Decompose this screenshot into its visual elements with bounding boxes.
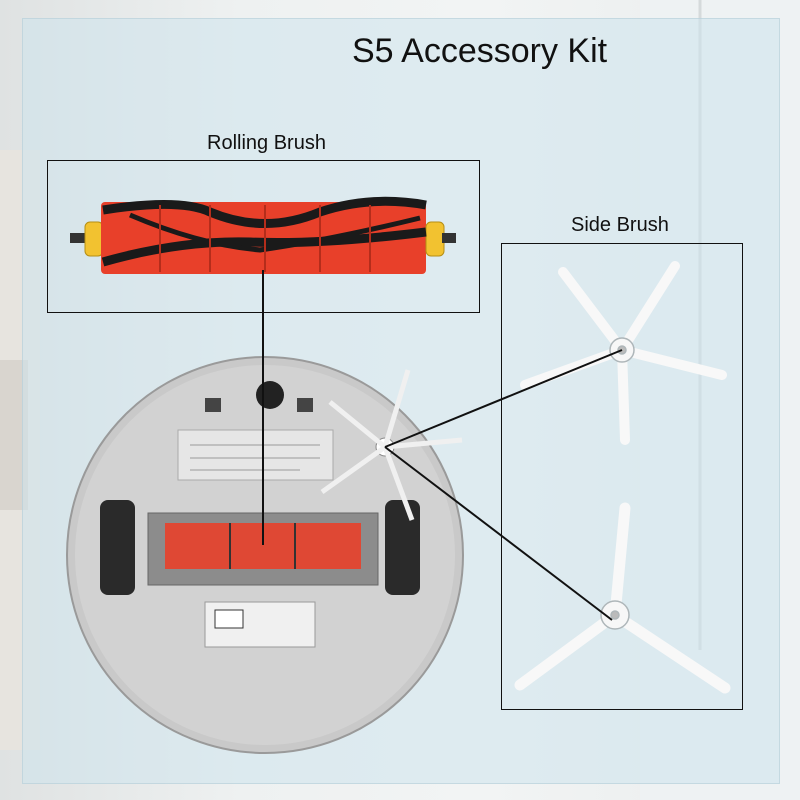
rolling-brush-illustration [70,196,456,274]
side-brush-label: Side Brush [571,214,669,236]
side-brush-box [501,243,743,710]
rolling-brush-label: Rolling Brush [207,132,326,154]
page-title: S5 Accessory Kit [352,32,608,70]
connector-lines [262,270,623,621]
side-brush-illustration [514,261,731,694]
robot-vacuum-illustration [66,356,464,754]
